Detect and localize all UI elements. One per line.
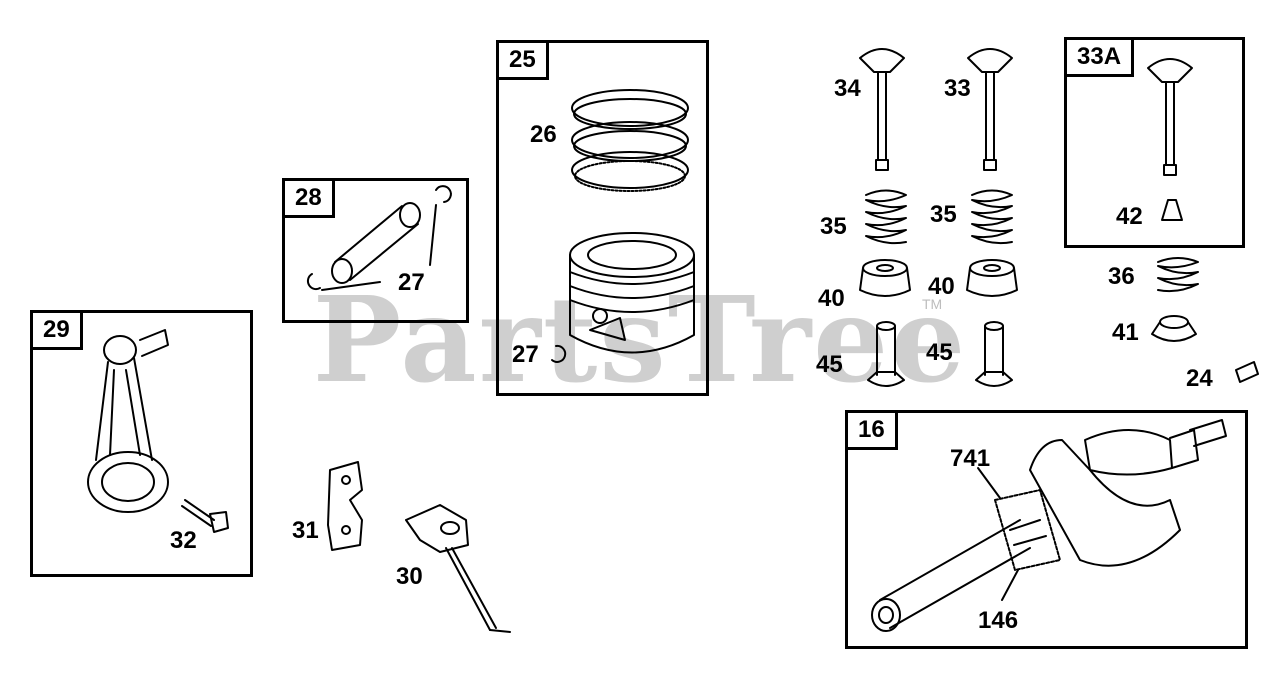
callout-36: 36: [1108, 263, 1135, 290]
group-box-25: 25: [496, 40, 709, 396]
spring-35b-drawing: [971, 189, 1013, 245]
callout-26: 26: [530, 121, 557, 148]
group-box-16: 16: [845, 410, 1248, 649]
callout-40-a: 40: [818, 285, 845, 312]
callout-35-b: 35: [930, 201, 957, 228]
retainer-40b-drawing: [966, 259, 1018, 297]
clip-27-drawing-a: [551, 344, 567, 363]
group-tag-28: 28: [285, 181, 335, 218]
guide-45a-drawing: [867, 321, 905, 387]
group-tag-16: 16: [848, 413, 898, 450]
callout-34: 34: [834, 75, 861, 102]
group-box-33a: 33A: [1064, 37, 1245, 248]
oil-dipper-drawing: [405, 504, 511, 633]
trademark-mark: TM: [922, 296, 943, 312]
callout-30: 30: [396, 563, 423, 590]
crankshaft-drawing: [871, 419, 1227, 632]
leader-741: [977, 467, 1001, 499]
callout-33: 33: [944, 75, 971, 102]
retainer-41-drawing: [1151, 315, 1197, 342]
group-tag-33a: 33A: [1067, 40, 1135, 77]
piston-rings-drawing: [571, 89, 689, 192]
callout-27-a: 27: [512, 341, 539, 368]
valve-33-drawing: [967, 48, 1013, 171]
callout-40-b: 40: [928, 273, 955, 300]
valve-33a-drawing: [1147, 58, 1193, 176]
key-24-drawing: [1235, 361, 1259, 383]
callout-45-a: 45: [816, 351, 843, 378]
group-tag-29: 29: [33, 313, 83, 350]
spring-36-drawing: [1157, 257, 1199, 293]
callout-41: 41: [1112, 319, 1139, 346]
leader-27: [321, 204, 437, 291]
spring-35a-drawing: [865, 189, 907, 245]
callout-35-a: 35: [820, 213, 847, 240]
wrist-pin-drawing: [331, 202, 421, 284]
collet-42-drawing: [1161, 199, 1183, 221]
leader-146: [1001, 569, 1019, 601]
callout-741: 741: [950, 445, 991, 472]
bolt-32-drawing: [181, 499, 229, 533]
callout-146: 146: [978, 607, 1019, 634]
callout-32: 32: [170, 527, 197, 554]
lock-plate-drawing: [327, 461, 363, 551]
group-box-28: 28: [282, 178, 469, 323]
group-tag-25: 25: [499, 43, 549, 80]
piston-drawing: [569, 232, 695, 354]
valve-34-drawing: [859, 48, 905, 171]
callout-24: 24: [1186, 365, 1213, 392]
callout-45-b: 45: [926, 339, 953, 366]
callout-27-b: 27: [398, 269, 425, 296]
connecting-rod-drawing: [87, 329, 169, 513]
guide-45b-drawing: [975, 321, 1013, 387]
retainer-40a-drawing: [859, 259, 911, 297]
clip-27-drawing-b: [435, 185, 452, 203]
group-box-29: 29: [30, 310, 253, 577]
callout-31: 31: [292, 517, 319, 544]
callout-42: 42: [1116, 203, 1143, 230]
clip-27-drawing-c: [306, 273, 321, 291]
